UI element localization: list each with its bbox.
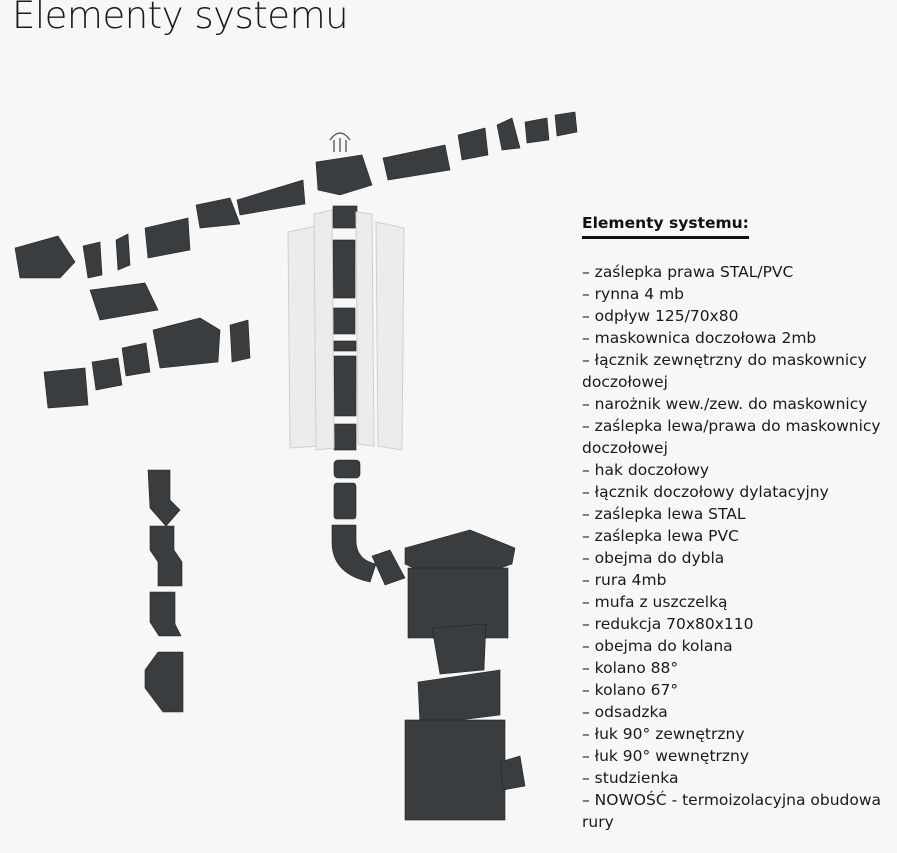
basin-riser [417, 669, 501, 726]
pipe [333, 355, 357, 417]
elbow-67 [149, 591, 182, 637]
list-item: – łącznik doczołowy dylatacyjny [582, 483, 829, 501]
fascia-panel [89, 282, 159, 321]
list-item: – maskownica doczołowa 2mb [582, 329, 817, 347]
list-item: – hak doczołowy [582, 461, 710, 479]
gutter-hook [496, 117, 521, 151]
list-item: – zaślepka lewa/prawa do maskownicy docz… [582, 417, 881, 457]
fascia-panel [144, 217, 191, 259]
list-item: – rura 4mb [582, 571, 667, 589]
round-pipe [333, 482, 357, 520]
thermal-pipe-cover [287, 225, 319, 449]
gutter-outlet [315, 154, 373, 196]
list-item: – kolano 67° [582, 681, 679, 699]
round-pipe [371, 549, 406, 586]
basin-bottom-box [404, 719, 506, 821]
list-item: – odpływ 125/70x80 [582, 307, 739, 325]
gutter-end-cap [554, 111, 578, 137]
fascia-connector [82, 241, 103, 279]
list-item: – kolano 88° [582, 659, 679, 677]
fascia-corner [14, 235, 76, 279]
fascia-end [229, 319, 251, 363]
pipe-clamp [331, 340, 357, 352]
list-item: – łuk 90° zewnętrzny [582, 725, 745, 743]
thermal-pipe-cover [375, 221, 405, 451]
list-item: – zaślepka prawa STAL/PVC [582, 263, 794, 281]
list-item: – odsadzka [582, 703, 668, 721]
thermal-pipe-cover [355, 211, 375, 447]
fascia-end [115, 233, 131, 271]
offset [144, 651, 184, 713]
system-elements-panel: Elementy systemu: – zaślepka prawa STAL/… [582, 213, 882, 833]
pipe-segment [332, 205, 358, 229]
list-heading: Elementy systemu: [582, 214, 749, 239]
gutter [236, 179, 306, 216]
list-item: – obejma do kolana [582, 637, 733, 655]
list-item: – zaślepka lewa PVC [582, 527, 739, 545]
fascia-end [43, 367, 89, 409]
basin-insert [431, 623, 487, 675]
elements-list: – zaślepka prawa STAL/PVC – rynna 4 mb –… [582, 261, 882, 833]
gutter-fascia [195, 197, 241, 229]
basin-outlet [499, 755, 526, 791]
pipe-socket [333, 423, 357, 451]
list-item: – studzienka [582, 769, 679, 787]
list-item: – narożnik wew./zew. do maskownicy [582, 395, 868, 413]
pipe [332, 239, 356, 299]
list-item: – redukcja 70x80x110 [582, 615, 754, 633]
reducer [333, 459, 361, 479]
fascia-corner [152, 317, 221, 369]
pipe-socket [332, 307, 356, 335]
list-item: – rynna 4 mb [582, 285, 685, 303]
list-item: – zaślepka lewa STAL [582, 505, 746, 523]
bend-90-external [147, 469, 181, 527]
list-item: – NOWOŚĆ - termoizolacyjna obudowa rury [582, 791, 882, 831]
hook [91, 357, 123, 391]
hook [121, 342, 151, 377]
list-item: – mufa z uszczelką [582, 593, 728, 611]
bend-90-internal [149, 525, 183, 587]
thermal-pipe-cover [313, 209, 335, 451]
system-exploded-illustration [14, 111, 578, 821]
list-item: – łuk 90° wewnętrzny [582, 747, 750, 765]
page-title: Elementy systemu [12, 0, 349, 37]
gutter-connector [457, 127, 489, 161]
elbow-88 [331, 524, 377, 583]
gutter [382, 144, 451, 181]
list-item: – łącznik zewnętrzny do maskownicy doczo… [582, 351, 867, 391]
list-item: – obejma do dybla [582, 549, 725, 567]
ice-guard-icon [329, 132, 351, 152]
gutter-hook [524, 117, 550, 144]
